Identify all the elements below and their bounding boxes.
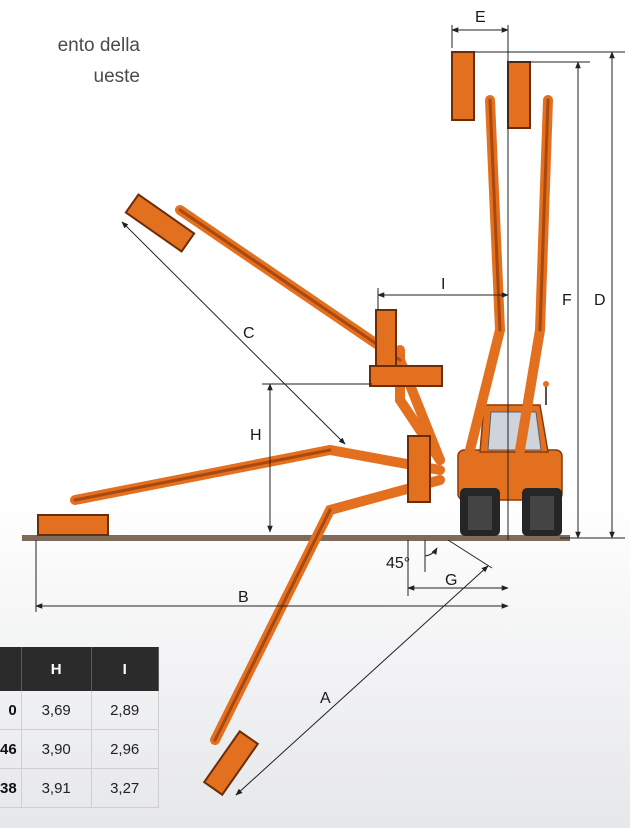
table-cell-h: 3,69: [21, 691, 92, 730]
table-row: 0 3,69 2,89: [0, 691, 159, 730]
table-row: 38 3,91 3,27: [0, 768, 159, 808]
table-cell-cut: 46: [0, 729, 22, 769]
dim-label-g: G: [445, 572, 457, 589]
table-header-cut: [0, 647, 22, 691]
dim-label-d: D: [594, 292, 606, 309]
table-cell-i: 2,89: [91, 691, 159, 730]
dim-label-h: H: [250, 427, 262, 444]
table-cell-i: 3,27: [91, 768, 159, 808]
dim-label-a: A: [320, 690, 331, 707]
dimension-table: H I 0 3,69 2,89 46 3,90 2,96 38 3,91 3,2…: [0, 647, 159, 808]
table-header-i: I: [91, 647, 159, 691]
intro-line-2: ueste: [93, 66, 140, 87]
dim-label-c: C: [243, 325, 255, 342]
intro-line-1: ento della: [57, 35, 140, 56]
table-cell-h: 3,90: [21, 729, 92, 769]
table-cell-cut: 0: [0, 691, 22, 730]
boom-arms: [70, 95, 553, 745]
ground-line: [22, 535, 570, 541]
dim-label-e: E: [475, 9, 486, 26]
table-header-h: H: [21, 647, 92, 691]
table-cell-h: 3,91: [21, 768, 92, 808]
tractor: [457, 381, 563, 536]
dim-label-b: B: [238, 589, 249, 606]
dimension-lines: [35, 25, 625, 796]
dim-label-i: I: [441, 276, 445, 293]
table-row: 46 3,90 2,96: [0, 729, 159, 769]
dim-label-f: F: [562, 292, 572, 309]
dim-label-angle: 45°: [386, 555, 410, 572]
intro-text: ento della ueste: [0, 30, 140, 92]
table-cell-i: 2,96: [91, 729, 159, 769]
table-header-row: H I: [0, 647, 159, 691]
table-cell-cut: 38: [0, 768, 22, 808]
